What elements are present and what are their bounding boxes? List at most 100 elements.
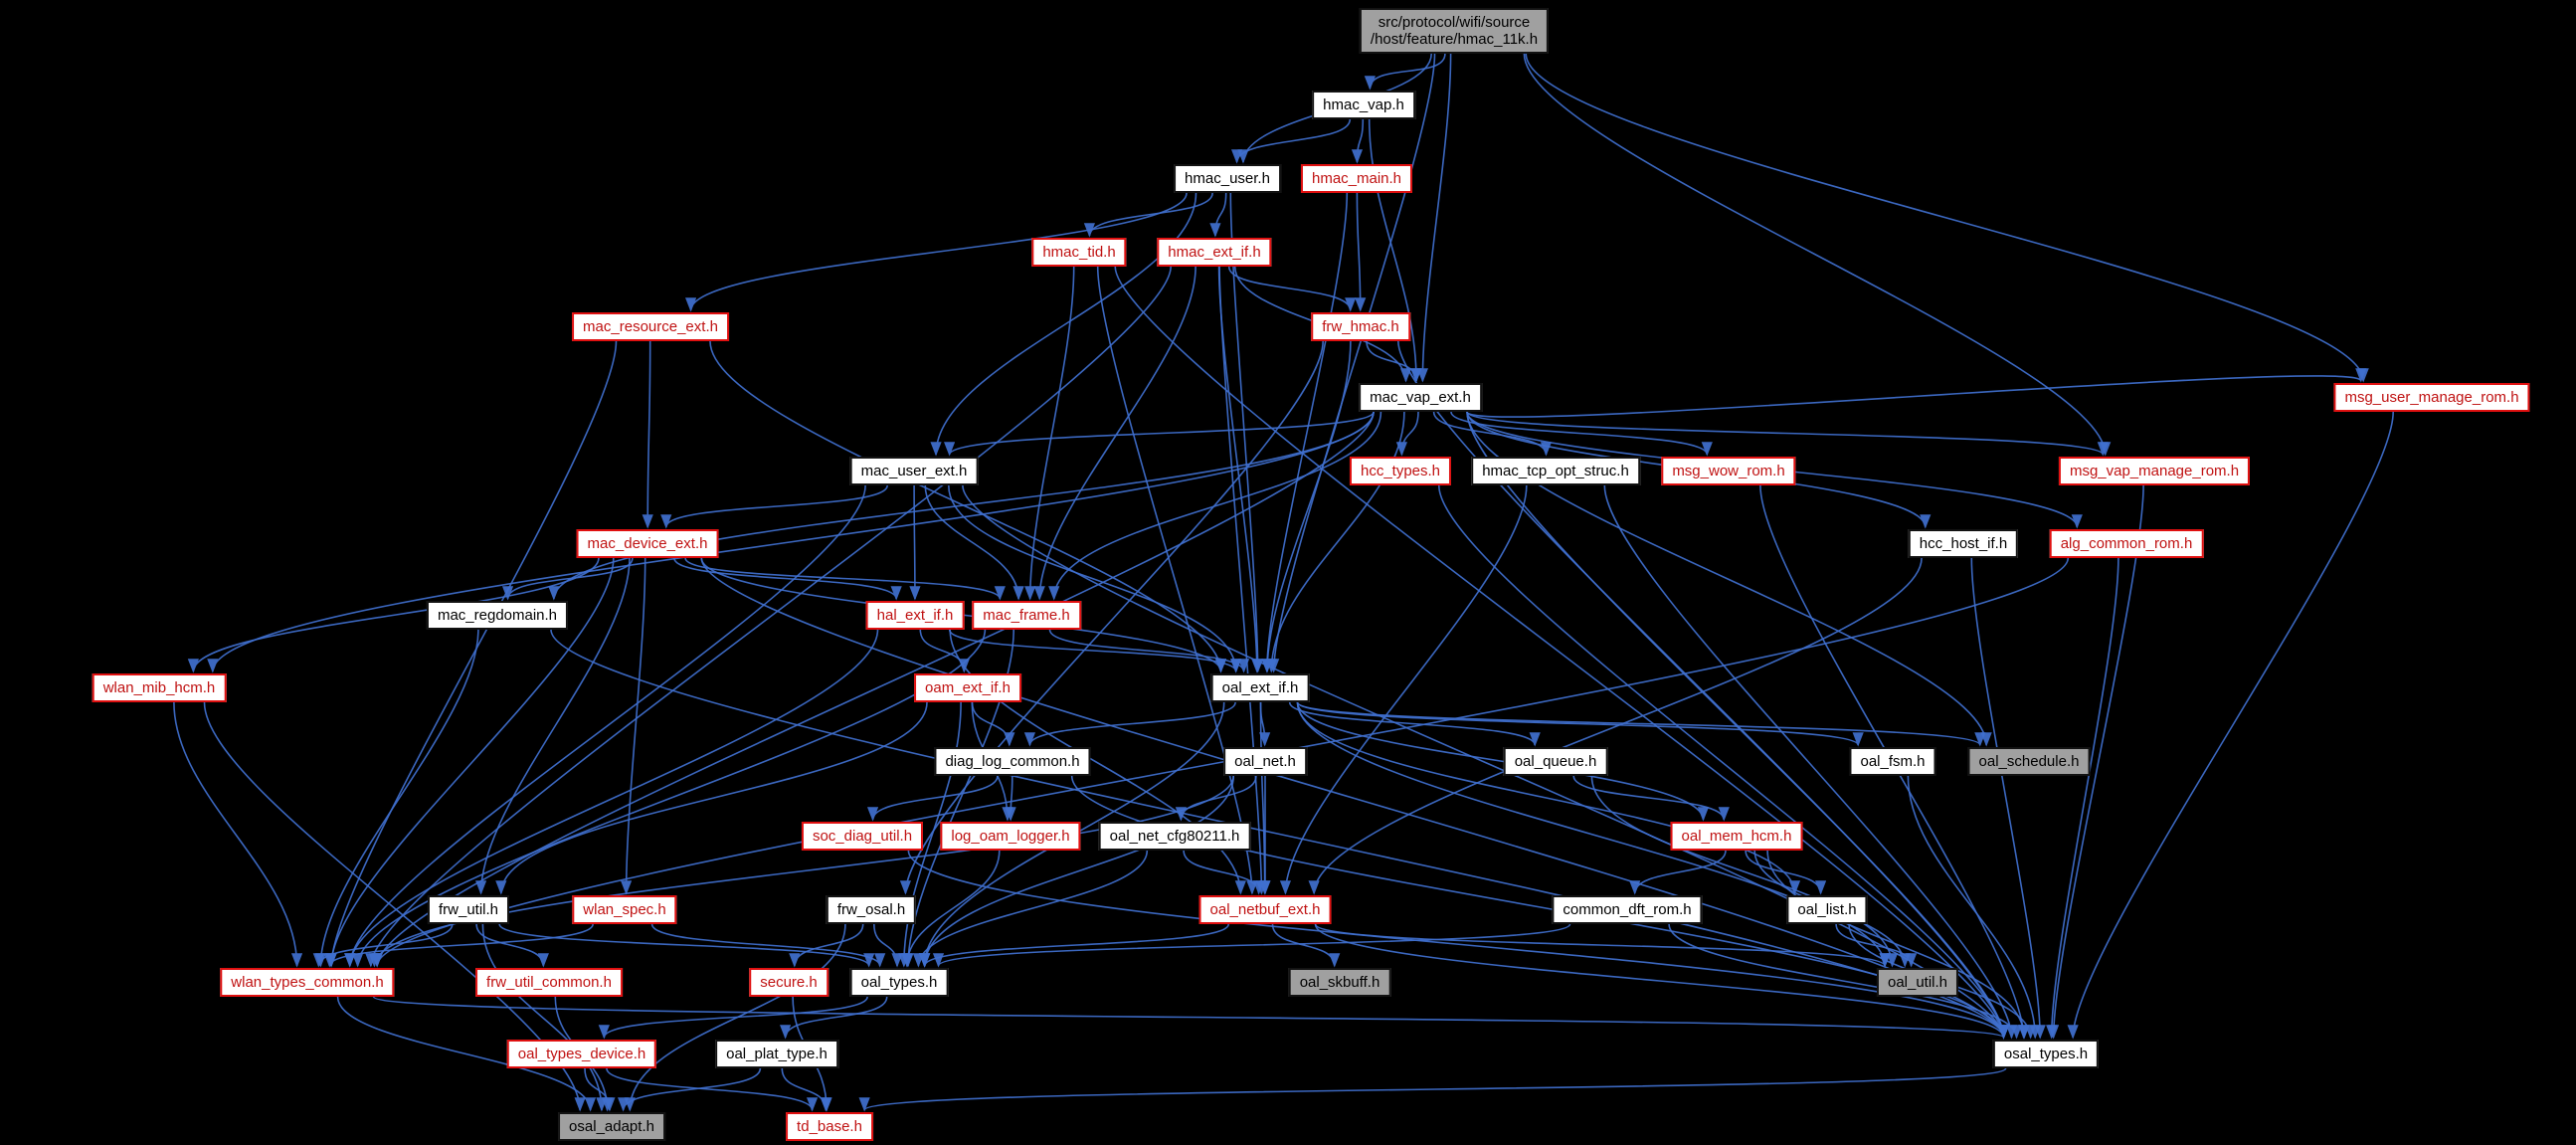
node-hmac_ext_if[interactable]: hmac_ext_if.h: [1157, 238, 1272, 267]
node-oal_types_device[interactable]: oal_types_device.h: [506, 1040, 657, 1068]
node-alg_common_rom[interactable]: alg_common_rom.h: [2049, 529, 2204, 558]
node-frw_util_common[interactable]: frw_util_common.h: [475, 968, 623, 997]
node-hmac_tid[interactable]: hmac_tid.h: [1031, 238, 1127, 267]
edge-mac_device_ext-to-wlan_spec: [621, 557, 646, 895]
node-oal_netbuf_ext[interactable]: oal_netbuf_ext.h: [1198, 895, 1332, 924]
node-osal_types[interactable]: osal_types.h: [1992, 1040, 2100, 1068]
node-mac_device_ext[interactable]: mac_device_ext.h: [576, 529, 719, 558]
node-oal_types[interactable]: oal_types.h: [849, 968, 949, 997]
node-diag_log_common[interactable]: diag_log_common.h: [934, 747, 1091, 776]
node-soc_diag_util[interactable]: soc_diag_util.h: [801, 822, 924, 851]
node-mac_user_ext[interactable]: mac_user_ext.h: [849, 457, 979, 485]
edge-oal_netbuf_ext-to-oal_types: [919, 923, 1229, 968]
edge-mac_user_ext-to-mac_device_ext: [660, 484, 888, 529]
edge-wlan_spec-to-wlan_types_common: [323, 923, 594, 968]
node-frw_osal[interactable]: frw_osal.h: [826, 895, 917, 924]
node-hcc_host_if[interactable]: hcc_host_if.h: [1908, 529, 2019, 558]
node-oal_ext_if[interactable]: oal_ext_if.h: [1210, 673, 1310, 702]
node-oal_skbuff: oal_skbuff.h: [1288, 968, 1391, 997]
node-hmac_main[interactable]: hmac_main.h: [1300, 164, 1413, 193]
node-msg_user_manage_rom[interactable]: msg_user_manage_rom.h: [2333, 383, 2530, 412]
edge-wlan_mib_hcm-to-wlan_types_common: [173, 701, 303, 968]
edge-diag_log_common-to-soc_diag_util: [867, 775, 999, 822]
node-oal_mem_hcm[interactable]: oal_mem_hcm.h: [1670, 822, 1803, 851]
edge-hmac_vap-to-mac_vap_ext: [1368, 118, 1422, 383]
edge-mac_device_ext-to-mac_regdomain: [502, 557, 634, 601]
edge-mac_vap_ext-to-hcc_types: [1395, 411, 1419, 457]
edge-hmac_ext_if-to-wlan_types_common: [365, 266, 1172, 968]
edge-osal_types-to-td_base: [859, 1067, 2007, 1112]
edge-hmac_11k-to-hmac_vap: [1364, 53, 1446, 91]
node-secure[interactable]: secure.h: [749, 968, 828, 997]
edge-diag_log_common-to-osal_types: [1070, 775, 2009, 1040]
edge-oal_ext_if-to-oal_list: [1296, 701, 1801, 895]
edge-oal_queue-to-oal_mem_hcm: [1572, 775, 1730, 822]
edge-diag_log_common-to-log_oam_logger: [1005, 775, 1016, 822]
edge-common_dft_rom-to-oal_types: [933, 923, 1571, 968]
edge-mac_device_ext-to-frw_util: [475, 557, 631, 895]
edge-oal_types_device-to-osal_adapt: [584, 1067, 616, 1112]
node-mac_frame[interactable]: mac_frame.h: [972, 601, 1081, 630]
edge-oal_mem_hcm-to-osal_types: [1766, 850, 2030, 1040]
node-oal_plat_type[interactable]: oal_plat_type.h: [715, 1040, 838, 1068]
node-td_base[interactable]: td_base.h: [786, 1112, 873, 1141]
edge-oal_net_cfg80211-to-oal_types: [912, 850, 1149, 968]
edge-oal_mem_hcm-to-common_dft_rom: [1629, 850, 1727, 895]
edge-soc_diag_util-to-osal_types: [907, 850, 2009, 1040]
node-wlan_spec[interactable]: wlan_spec.h: [572, 895, 677, 924]
edge-hmac_tcp_opt_struc-to-oal_netbuf_ext: [1279, 484, 1528, 895]
node-msg_vap_manage_rom[interactable]: msg_vap_manage_rom.h: [2058, 457, 2251, 485]
edge-hmac_vap-to-hmac_main: [1351, 118, 1365, 164]
edge-oal_ext_if-to-oal_fsm: [1296, 701, 1864, 747]
edge-hmac_11k-to-msg_user_manage_rom: [1525, 53, 2369, 383]
edge-hcc_host_if-to-osal_types: [1970, 557, 2046, 1040]
edge-mac_resource_ext-to-oal_ext_if: [709, 340, 1227, 673]
edge-frw_util-to-osal_adapt: [481, 923, 608, 1112]
node-hcc_types[interactable]: hcc_types.h: [1349, 457, 1452, 485]
edge-mac_resource_ext-to-mac_device_ext: [642, 340, 653, 529]
node-mac_vap_ext[interactable]: mac_vap_ext.h: [1359, 383, 1482, 412]
node-oam_ext_if[interactable]: oam_ext_if.h: [914, 673, 1021, 702]
edge-frw_hmac-to-osal_types: [1397, 340, 2010, 1040]
node-wlan_mib_hcm[interactable]: wlan_mib_hcm.h: [92, 673, 227, 702]
node-hal_ext_if[interactable]: hal_ext_if.h: [865, 601, 965, 630]
node-hmac_tcp_opt_struc[interactable]: hmac_tcp_opt_struc.h: [1471, 457, 1640, 485]
edge-oal_net-to-wlan_types_common: [368, 775, 1234, 968]
node-oal_list[interactable]: oal_list.h: [1786, 895, 1868, 924]
edge-mac_resource_ext-to-wlan_types_common: [325, 340, 618, 968]
node-frw_util[interactable]: frw_util.h: [427, 895, 510, 924]
node-wlan_types_common[interactable]: wlan_types_common.h: [220, 968, 395, 997]
edge-oam_ext_if-to-oal_types: [898, 701, 962, 968]
node-frw_hmac[interactable]: frw_hmac.h: [1311, 312, 1410, 341]
edge-hal_ext_if-to-wlan_types_common: [344, 629, 879, 968]
edge-mac_vap_ext-to-wlan_mib_hcm: [207, 411, 1375, 673]
node-log_oam_logger[interactable]: log_oam_logger.h: [940, 822, 1081, 851]
node-msg_wow_rom[interactable]: msg_wow_rom.h: [1661, 457, 1796, 485]
node-hmac_user[interactable]: hmac_user.h: [1174, 164, 1281, 193]
edge-mac_device_ext-to-wlan_types_common: [325, 557, 615, 968]
edge-mac_device_ext-to-wlan_mib_hcm: [187, 557, 600, 673]
node-oal_net[interactable]: oal_net.h: [1223, 747, 1307, 776]
node-common_dft_rom[interactable]: common_dft_rom.h: [1552, 895, 1703, 924]
edge-oal_net-to-oal_net_cfg80211: [1175, 775, 1257, 822]
edge-mac_user_ext-to-wlan_types_common: [344, 484, 866, 968]
edge-oal_types-to-oal_plat_type: [780, 996, 888, 1040]
edge-hmac_main-to-frw_hmac: [1355, 192, 1367, 312]
edge-hmac_ext_if-to-frw_hmac: [1227, 266, 1357, 312]
node-oal_fsm[interactable]: oal_fsm.h: [1849, 747, 1936, 776]
edge-hmac_user-to-mac_resource_ext: [685, 192, 1188, 312]
edge-alg_common_rom-to-osal_types: [2046, 557, 2119, 1040]
node-hmac_vap[interactable]: hmac_vap.h: [1312, 91, 1415, 119]
edge-oal_net_cfg80211-to-oal_netbuf_ext: [1183, 850, 1265, 895]
edge-hmac_main-to-oal_ext_if: [1261, 192, 1349, 673]
node-oal_queue[interactable]: oal_queue.h: [1503, 747, 1608, 776]
node-mac_resource_ext[interactable]: mac_resource_ext.h: [572, 312, 729, 341]
node-mac_regdomain[interactable]: mac_regdomain.h: [426, 601, 569, 630]
edge-oal_types-to-oal_types_device: [598, 996, 868, 1040]
edge-common_dft_rom-to-osal_types: [1668, 923, 2023, 1040]
edge-hmac_tcp_opt_struc-to-osal_types: [1603, 484, 2018, 1040]
node-oal_net_cfg80211[interactable]: oal_net_cfg80211.h: [1098, 822, 1251, 851]
edge-msg_user_manage_rom-to-osal_types: [2067, 411, 2394, 1040]
edge-oam_ext_if-to-diag_log_common: [971, 701, 1015, 747]
